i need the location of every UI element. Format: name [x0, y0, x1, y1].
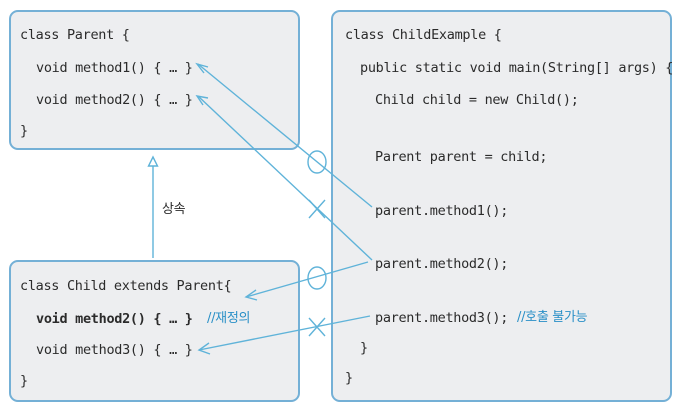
method1-call-arrow [197, 63, 373, 208]
child-method3-line: void method3() { … } [36, 342, 193, 358]
parent-assignment-line: Parent parent = child; [375, 149, 548, 165]
inheritance-label: 상속 [162, 202, 186, 217]
method2-parent-arrowhead [195, 95, 209, 106]
method2-child-arrowhead [244, 289, 258, 301]
blocked-mark-method3 [308, 317, 326, 337]
example-class-close: } [345, 370, 353, 386]
allowed-mark-method2 [307, 266, 327, 290]
parent-class-box: class Parent { void method1() { … } void… [9, 10, 300, 150]
child-example-box: class ChildExample { public static void … [331, 10, 674, 402]
method2-child-arrow [245, 261, 369, 298]
example-class-header: class ChildExample { [345, 27, 502, 43]
child-class-box: class Child extends Parent{ void method2… [9, 260, 300, 402]
method3-arrowhead [197, 342, 211, 355]
main-method-line: public static void main(String[] args) { [360, 60, 674, 76]
parent-class-header: class Parent { [20, 27, 130, 43]
call-method2-line: parent.method2(); [375, 256, 509, 272]
method1-arrowhead [195, 62, 209, 74]
parent-class-close: } [20, 123, 28, 139]
child-instantiation-line: Child child = new Child(); [375, 92, 579, 108]
allowed-mark-method1 [307, 150, 327, 174]
child-method2-line: void method2() { … } [36, 311, 193, 327]
parent-method1-line: void method1() { … } [36, 60, 193, 76]
main-method-close: } [360, 340, 368, 356]
override-comment: //재정의 [207, 311, 251, 326]
child-class-header: class Child extends Parent{ [20, 278, 232, 294]
method2-parent-arrow [197, 95, 373, 261]
method3-arrow [198, 315, 371, 351]
call-method1-line: parent.method1(); [375, 203, 509, 219]
not-callable-comment: //호출 불가능 [517, 310, 588, 325]
blocked-mark-method2 [308, 199, 326, 219]
call-method3-line: parent.method3(); [375, 310, 509, 326]
parent-method2-line: void method2() { … } [36, 92, 193, 108]
inheritance-arrowhead [147, 155, 159, 167]
child-class-close: } [20, 373, 28, 389]
